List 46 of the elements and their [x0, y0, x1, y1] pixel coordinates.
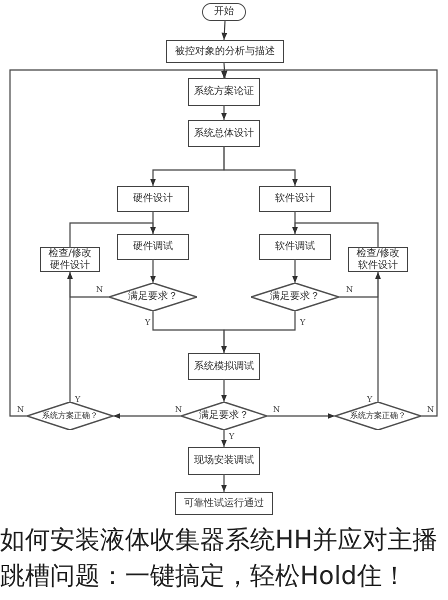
arrow [221, 430, 227, 447]
decision-diamond: 系统方案正确？ [27, 402, 113, 430]
edge-label: N [426, 405, 435, 414]
process-box: 检查/修改硬件设计 [40, 247, 100, 272]
edge-label: Y [366, 395, 374, 404]
decision-diamond: 满足要求？ [251, 283, 339, 311]
edge-label: N [174, 405, 183, 414]
process-box: 检查/修改软件设计 [348, 247, 408, 272]
process-box: 软件设计 [259, 186, 331, 212]
arrow [69, 222, 156, 247]
arrow [67, 272, 73, 402]
arrow [221, 69, 438, 417]
edge-label: Y [144, 318, 152, 327]
arrow [222, 20, 228, 40]
edge-label: N [95, 285, 104, 294]
process-box: 软件调试 [259, 234, 331, 260]
edge-label: Y [74, 395, 82, 404]
arrow [113, 413, 181, 419]
arrow [221, 380, 227, 402]
process-box: 可靠性试运行通过 [175, 492, 273, 515]
decision-diamond: 满足要求？ [109, 283, 197, 311]
arrow [267, 413, 335, 419]
process-box: 系统模拟调试 [188, 353, 260, 380]
process-box: 现场安装调试 [188, 447, 260, 475]
arrow [292, 260, 298, 283]
arrow [222, 62, 228, 78]
arrow [292, 222, 379, 247]
arrow [221, 106, 227, 120]
process-box: 硬件调试 [117, 234, 189, 260]
arrow [223, 147, 298, 186]
arrow [221, 311, 296, 353]
edge-label: Y [299, 318, 306, 327]
process-box: 系统方案论证 [188, 78, 260, 106]
process-box: 被控对象的分析与描述 [166, 40, 284, 63]
arrow [375, 272, 381, 402]
edge-label: Y [228, 432, 236, 441]
edge-label: N [345, 285, 354, 294]
edge-label: N [272, 405, 281, 414]
decision-diamond: 系统方案正确？ [335, 402, 421, 430]
process-box: 硬件设计 [117, 186, 189, 212]
edge-label: N [16, 405, 25, 414]
decision-diamond: 满足要求？ [181, 402, 267, 430]
process-box: 系统总体设计 [188, 120, 260, 147]
arrow [150, 260, 156, 283]
caption: 如何安装液体收集器系统HH并应对主播跳槽问题：一键搞定，轻松Hold住！ [0, 524, 439, 592]
arrow [221, 475, 227, 492]
